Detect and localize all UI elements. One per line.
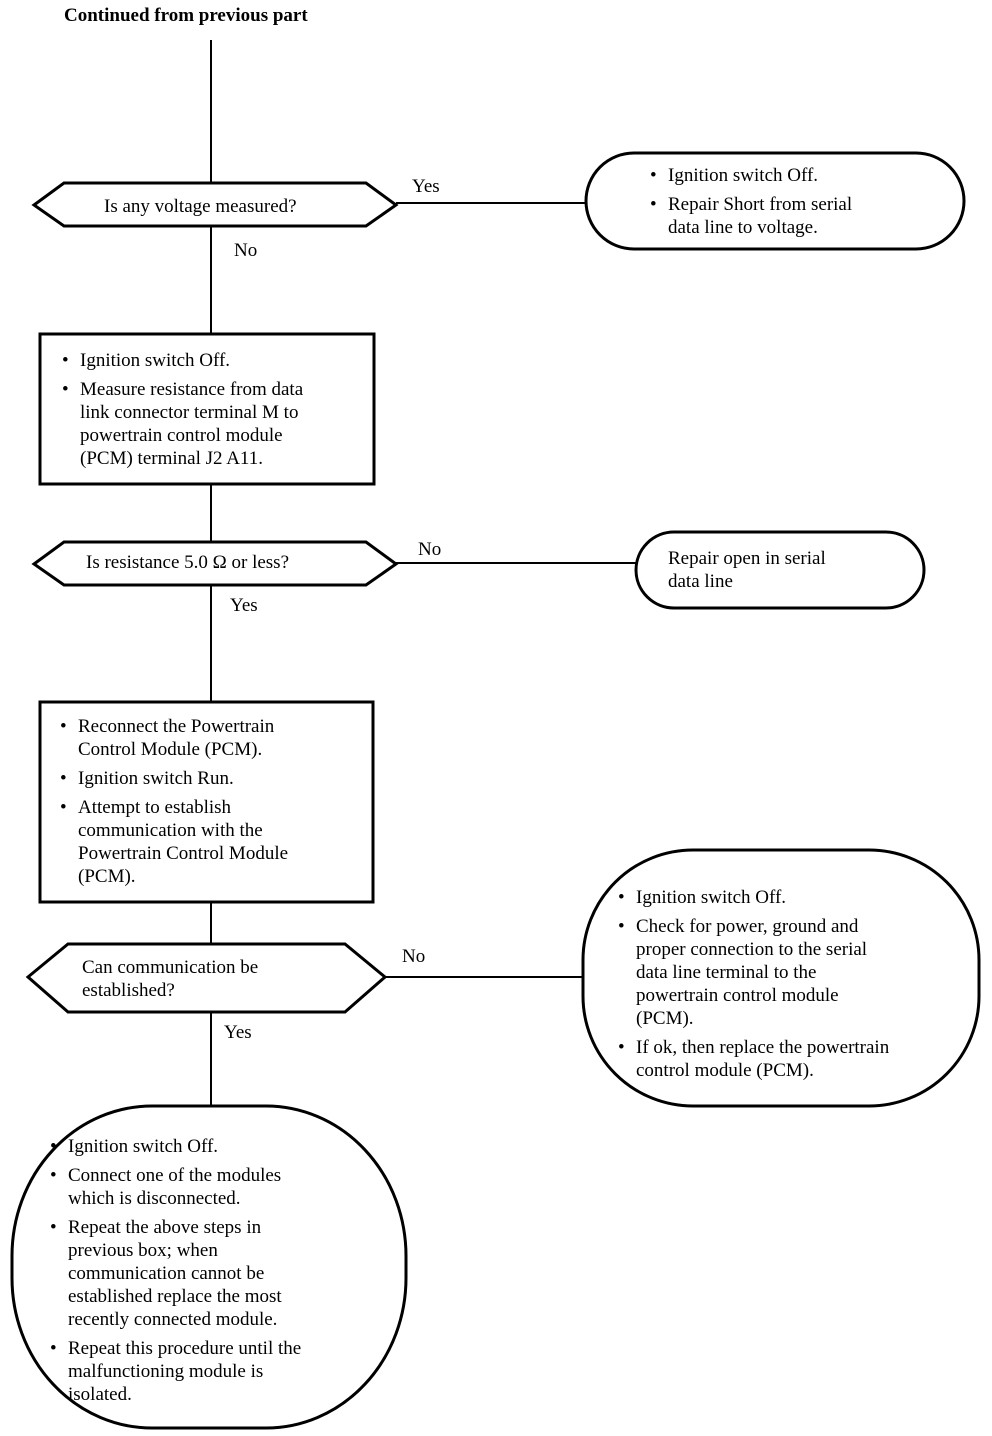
list-item: If ok, then replace the powertrain contr… [614,1036,974,1082]
terminal-4-text: Ignition switch Off. Connect one of the … [46,1135,386,1412]
branch-label-no: No [234,240,258,261]
list-item: Ignition switch Run. [56,767,368,790]
list-item: Repeat this procedure until the malfunct… [46,1337,386,1406]
terminal-2-text: Repair open in serial data line [668,548,826,592]
branch-label-yes: Yes [230,595,258,616]
list-item: Ignition switch Off. [614,886,974,909]
list-item: Connect one of the modules which is disc… [46,1164,386,1210]
list-item: Ignition switch Off. [58,349,368,372]
terminal-shape-2 [634,530,926,610]
branch-label-yes: Yes [224,1022,252,1043]
list-item: Attempt to establish communication with … [56,796,368,888]
decision-shape-1 [31,181,399,228]
header-text: Continued from previous part [64,5,308,26]
list-item: Repeat the above steps in previous box; … [46,1216,386,1331]
list-item: Reconnect the Powertrain Control Module … [56,715,368,761]
branch-label-no: No [402,946,426,967]
decision-text-2: Is resistance 5.0 Ω or less? [86,552,290,573]
process-box-1-text: Ignition switch Off. Measure resistance … [58,349,368,476]
terminal-1-text: Ignition switch Off. Repair Short from s… [646,164,946,245]
branch-label-yes: Yes [412,176,440,197]
terminal-3-text: Ignition switch Off. Check for power, gr… [614,886,974,1088]
list-item: Ignition switch Off. [46,1135,386,1158]
list-item: Check for power, ground and proper conne… [614,915,974,1030]
decision-text-3: Can communication be established? [82,957,259,1001]
branch-label-no: No [418,539,442,560]
decision-shape-3 [25,942,388,1014]
decision-shape-2 [31,540,399,587]
decision-text-1: Is any voltage measured? [104,196,297,217]
list-item: Measure resistance from data link connec… [58,378,368,470]
process-box-2-text: Reconnect the Powertrain Control Module … [56,715,368,894]
list-item: Ignition switch Off. [646,164,946,187]
list-item: Repair Short from serial data line to vo… [646,193,946,239]
